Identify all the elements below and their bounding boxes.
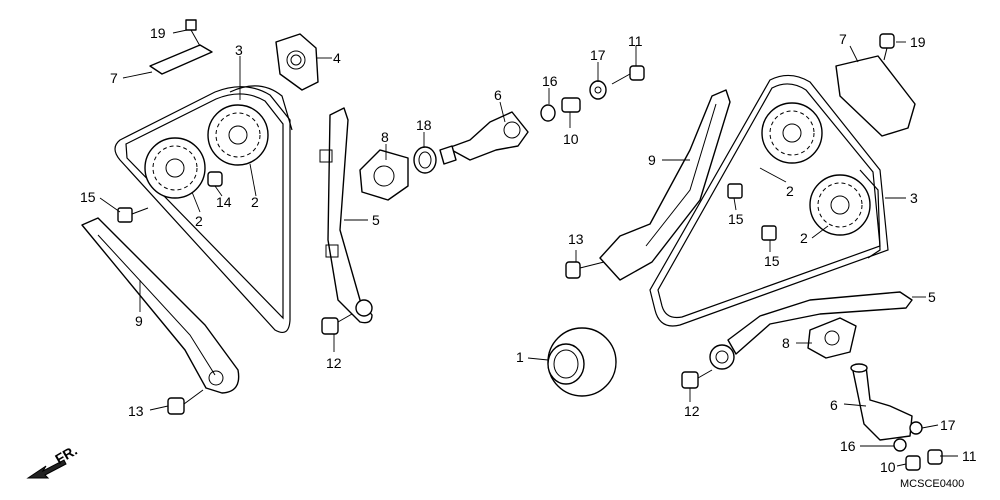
callout-10-right: 10 — [880, 459, 896, 475]
callout-6-center: 6 — [494, 87, 502, 103]
callout-1: 1 — [516, 349, 524, 365]
callout-9-left: 9 — [135, 313, 143, 329]
cam-sprocket-right-lower — [809, 174, 871, 236]
callout-15-right-lower: 15 — [764, 253, 780, 269]
callout-2-left-upper: 2 — [251, 194, 259, 210]
callout-19-right: 19 — [910, 34, 926, 50]
callout-17-right: 17 — [940, 417, 956, 433]
callout-13-right: 13 — [568, 231, 584, 247]
tensioner-lifter-center — [439, 111, 529, 165]
bolt-11-center — [611, 65, 645, 85]
callout-6-right: 6 — [830, 397, 838, 413]
callout-5-left: 5 — [372, 212, 380, 228]
callout-16-center: 16 — [542, 73, 558, 89]
cam-chain-left — [114, 86, 291, 333]
washer-16-center — [540, 104, 556, 122]
cam-sprocket-right-upper — [761, 102, 823, 164]
bolt-13-right — [565, 261, 605, 279]
front-indicator-label: FR. — [52, 442, 80, 467]
callout-18: 18 — [416, 117, 432, 133]
callout-15-right-upper: 15 — [728, 211, 744, 227]
callout-3-right: 3 — [910, 190, 918, 206]
tensioner-arm-right — [599, 89, 731, 281]
bolt-15-right-upper — [727, 183, 743, 199]
bolt-12-right — [681, 369, 713, 389]
callout-labels: 19 7 3 4 2 2 14 15 9 13 8 18 5 12 6 16 1… — [80, 25, 977, 475]
callout-13-left: 13 — [128, 403, 144, 419]
chain-guide-plate — [275, 33, 319, 91]
callout-7-left: 7 — [110, 70, 118, 86]
bolt-10-right — [905, 455, 921, 471]
cam-sprocket-left-lower — [144, 137, 206, 199]
callout-2-right-upper: 2 — [786, 183, 794, 199]
front-direction-arrow — [26, 459, 67, 479]
callout-8-right: 8 — [782, 335, 790, 351]
washer-16-right — [893, 438, 907, 452]
cam-chain-right — [649, 74, 889, 327]
callout-3-left: 3 — [235, 42, 243, 58]
callout-2-right-lower: 2 — [800, 230, 808, 246]
tensioner-lifter-right — [850, 363, 913, 441]
callout-2-left-lower: 2 — [195, 213, 203, 229]
drawing-code: MCSCE0400 — [900, 478, 964, 490]
bolt-15-right-lower — [761, 225, 777, 241]
callout-19-left: 19 — [150, 25, 166, 41]
bolt-10-center — [561, 97, 581, 113]
tensioner-gasket-left — [359, 149, 409, 201]
callout-11-right: 11 — [962, 448, 977, 464]
callout-8-left: 8 — [381, 129, 389, 145]
washer-17-center — [589, 80, 607, 100]
bolt-12-left — [321, 313, 353, 335]
bolt-15-left — [117, 207, 149, 223]
bolt-11-right — [927, 449, 943, 465]
cam-sprocket-left-upper — [207, 104, 269, 166]
callout-12-right: 12 — [684, 403, 700, 419]
bolt-19-left — [185, 19, 201, 47]
bolt-13-left — [167, 389, 204, 415]
callout-11-center: 11 — [628, 33, 643, 49]
callout-9-right: 9 — [648, 152, 656, 168]
crank-sprocket — [547, 327, 617, 397]
washer-17-right — [909, 421, 923, 435]
leader-lines — [99, 29, 958, 467]
bolt-19-right — [879, 33, 895, 61]
callout-4: 4 — [333, 50, 341, 66]
callout-10-center: 10 — [563, 131, 579, 147]
upper-chain-guide-right — [835, 55, 916, 137]
chain-guide-left — [319, 107, 373, 324]
washer-14 — [207, 171, 223, 187]
tensioner-gasket-right — [807, 317, 857, 359]
callout-15-left: 15 — [80, 189, 96, 205]
upper-chain-guide-left — [149, 44, 213, 75]
callout-12-left: 12 — [326, 355, 342, 371]
tensioner-arm-left — [81, 217, 240, 394]
callout-14: 14 — [216, 194, 232, 210]
callout-16-right: 16 — [840, 438, 856, 454]
chain-guide-right — [709, 291, 913, 370]
callout-17-center: 17 — [590, 47, 606, 63]
o-ring-18 — [413, 146, 437, 174]
callout-5-right: 5 — [928, 289, 936, 305]
callout-7-right: 7 — [839, 31, 847, 47]
